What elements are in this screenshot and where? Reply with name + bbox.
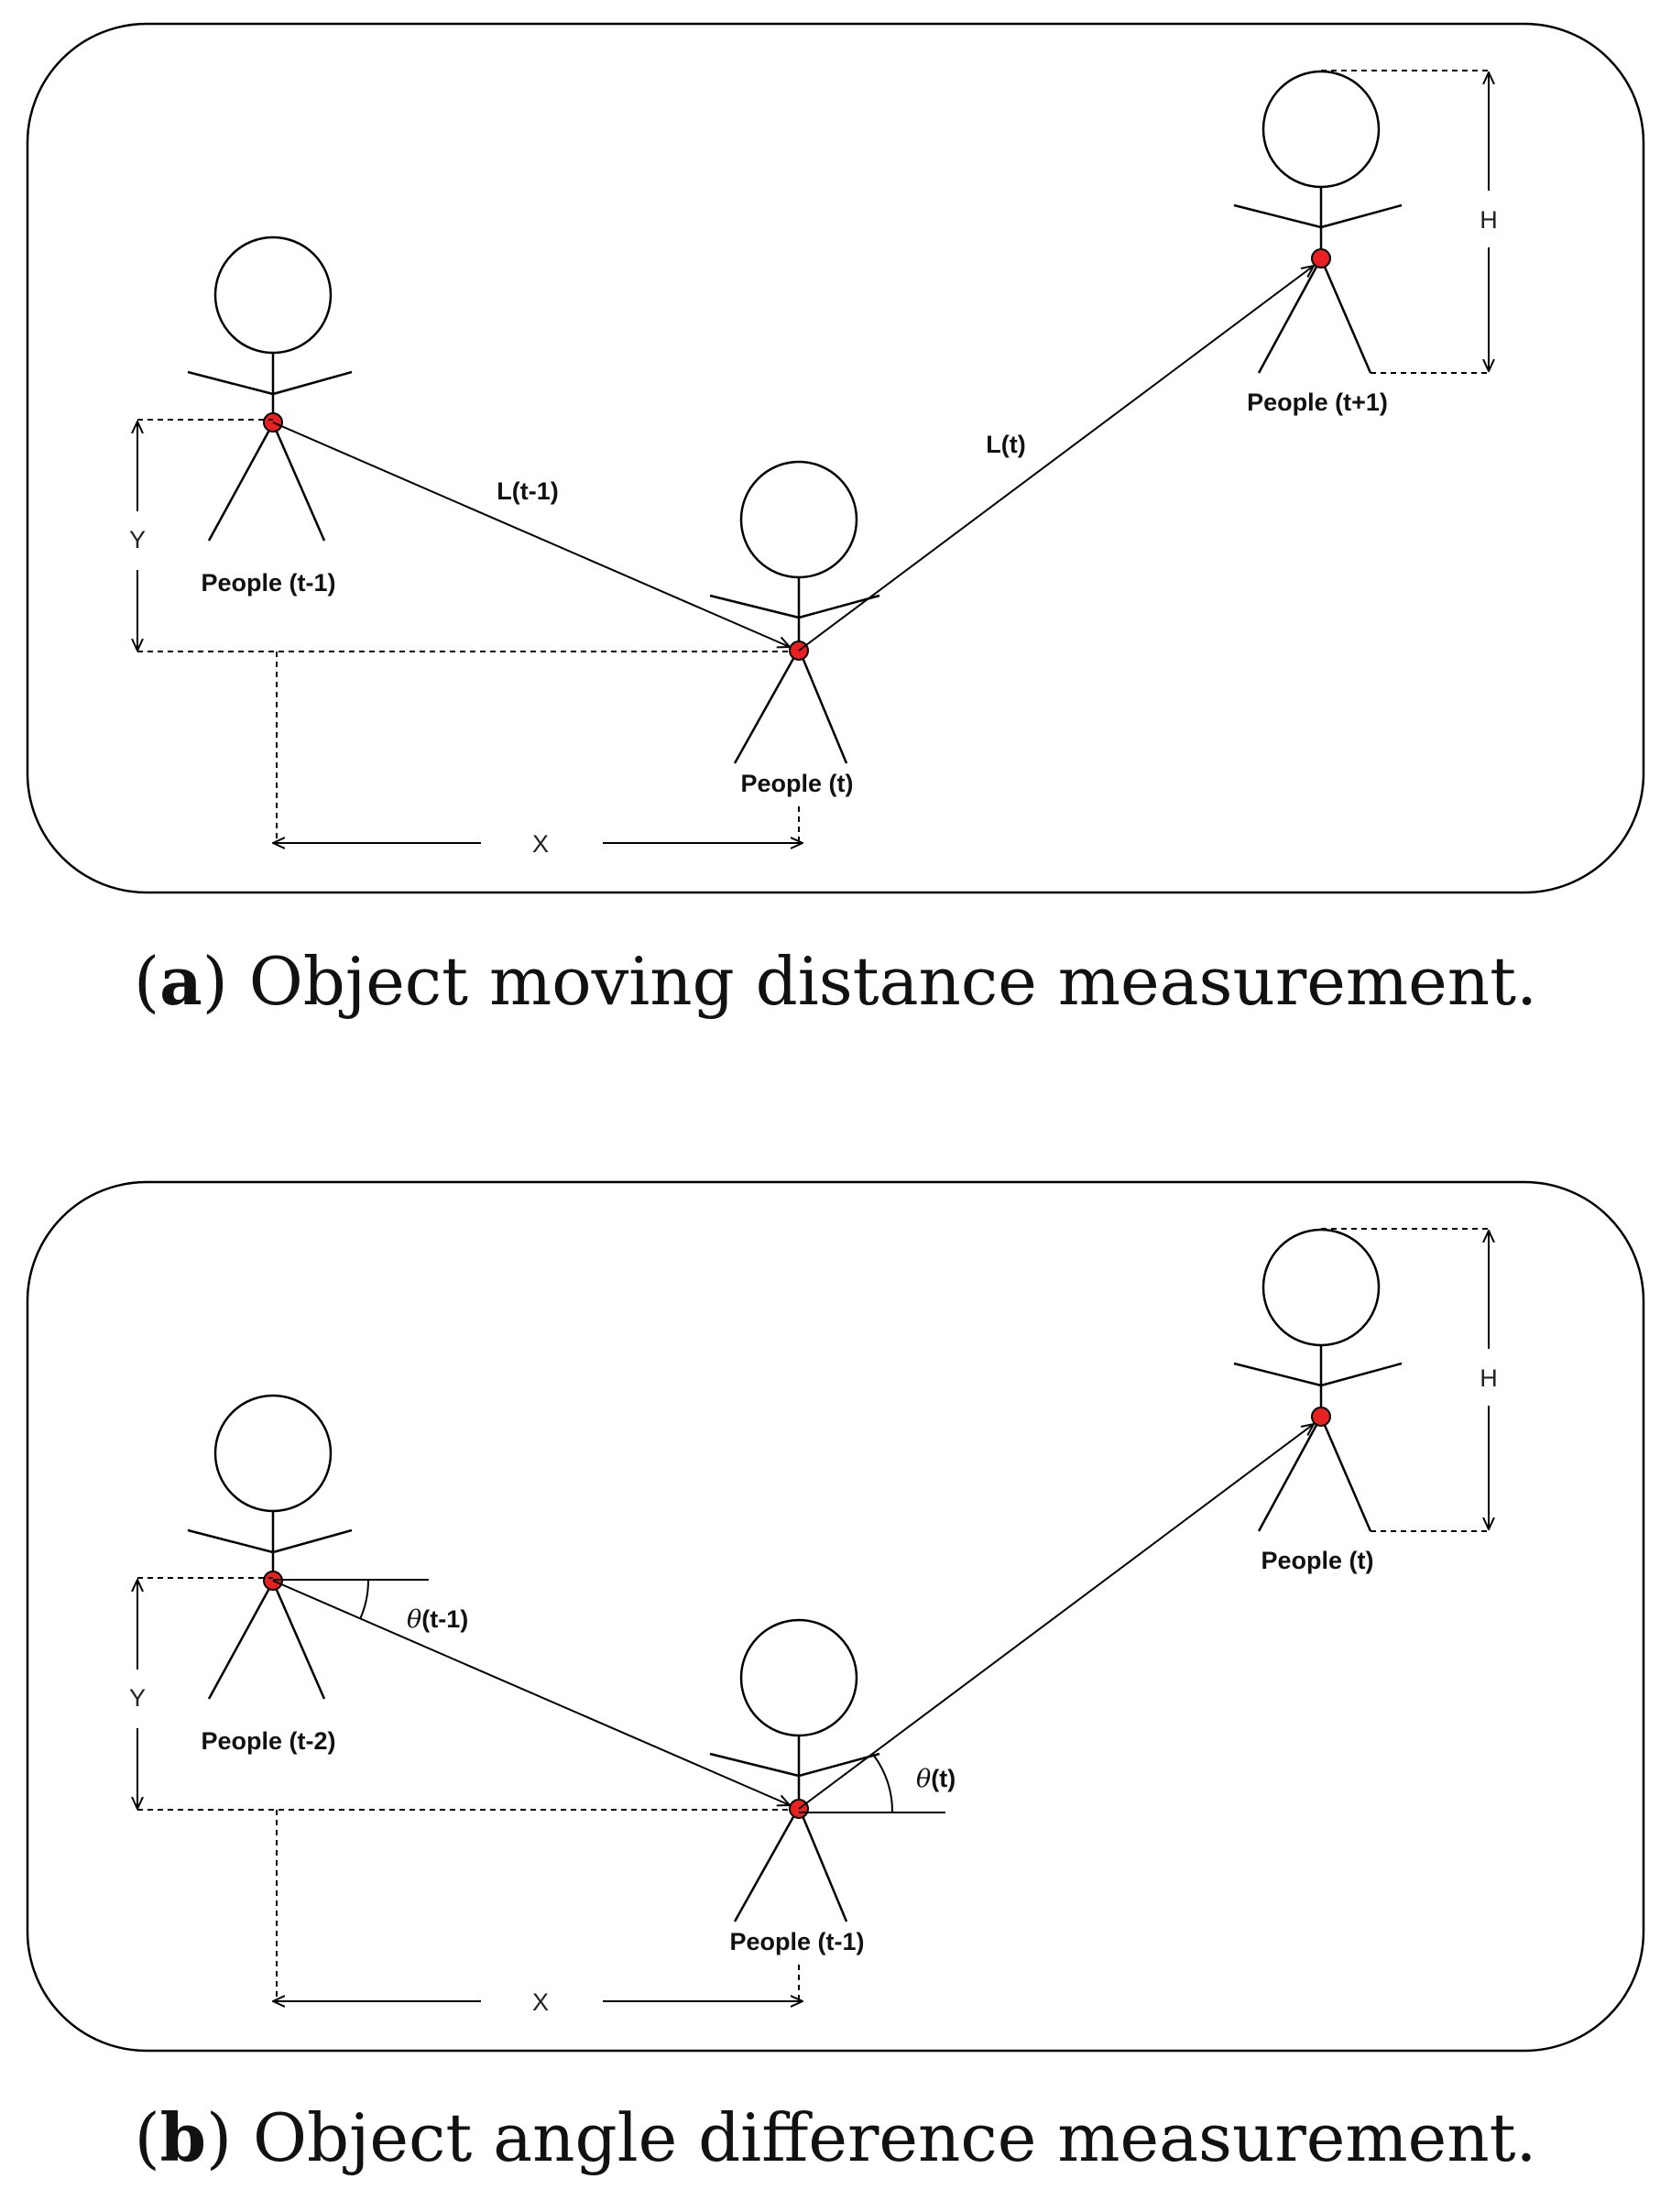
caption-a: (a) Object moving distance measurement. (134, 942, 1537, 1020)
x-dimension-label: X (532, 830, 549, 858)
panel-frame (26, 22, 1645, 894)
person-label-1: People (t-2) (201, 1727, 335, 1755)
person-figure-2 (709, 1618, 880, 1922)
angle-label-1: θ(t-1) (407, 1605, 468, 1634)
guide-lines (137, 1228, 1489, 1999)
person-label-2: People (t-1) (729, 1928, 864, 1955)
angle-symbol-1: θ (407, 1605, 421, 1634)
h-dimension-label: H (1480, 1364, 1498, 1392)
angle-symbol-2: θ (916, 1765, 931, 1793)
caption-b: (b) Object angle difference measurement. (134, 2098, 1537, 2176)
person-label-2: People (t) (740, 770, 853, 797)
segment-label-2: L(t) (986, 431, 1025, 458)
caption-a-text: Object moving distance measurement. (248, 943, 1537, 1020)
segment-label-1: L(t-1) (497, 477, 558, 505)
panel-frame (26, 1180, 1645, 2053)
trajectory-arrow-1 (272, 1580, 790, 1805)
angle-suffix-2: (t) (931, 1765, 956, 1792)
caption-b-text: Object angle difference measurement. (252, 2099, 1537, 2176)
h-dimension-label: H (1480, 206, 1498, 234)
person-figure-2 (709, 460, 880, 764)
person-figure-3 (1233, 70, 1403, 374)
joint-point-3 (1311, 1407, 1331, 1427)
diagram-panel-b: People (t-2) θ(t-1) People (t-1) θ(t) Pe… (26, 1180, 1645, 2053)
person-figure-1 (187, 1394, 353, 1700)
caption-a-tag: a (159, 942, 202, 1020)
trajectory-arrow-1 (272, 422, 790, 647)
person-label-1: People (t-1) (201, 569, 335, 597)
person-figure-3 (1233, 1228, 1403, 1532)
angle-arc-1 (359, 1579, 370, 1620)
caption-b-tag: b (159, 2098, 206, 2176)
y-dimension-label: Y (129, 526, 146, 553)
y-dimension-label: Y (129, 1684, 146, 1712)
angle-suffix-1: (t-1) (421, 1605, 468, 1633)
angle-label-2: θ(t) (916, 1765, 956, 1793)
trajectory-arrow-2 (798, 266, 1314, 652)
person-figure-1 (187, 235, 353, 542)
joint-point-3 (1311, 248, 1331, 268)
guide-lines (137, 70, 1489, 841)
x-dimension-label: X (532, 1988, 549, 2016)
diagram-panel-a: People (t-1) People (t) People (t+1) L(t… (26, 22, 1645, 894)
angle-arc-2 (873, 1755, 894, 1813)
trajectory-arrow-2 (798, 1424, 1314, 1810)
person-label-3: People (t) (1261, 1547, 1373, 1574)
person-label-3: People (t+1) (1247, 389, 1388, 416)
